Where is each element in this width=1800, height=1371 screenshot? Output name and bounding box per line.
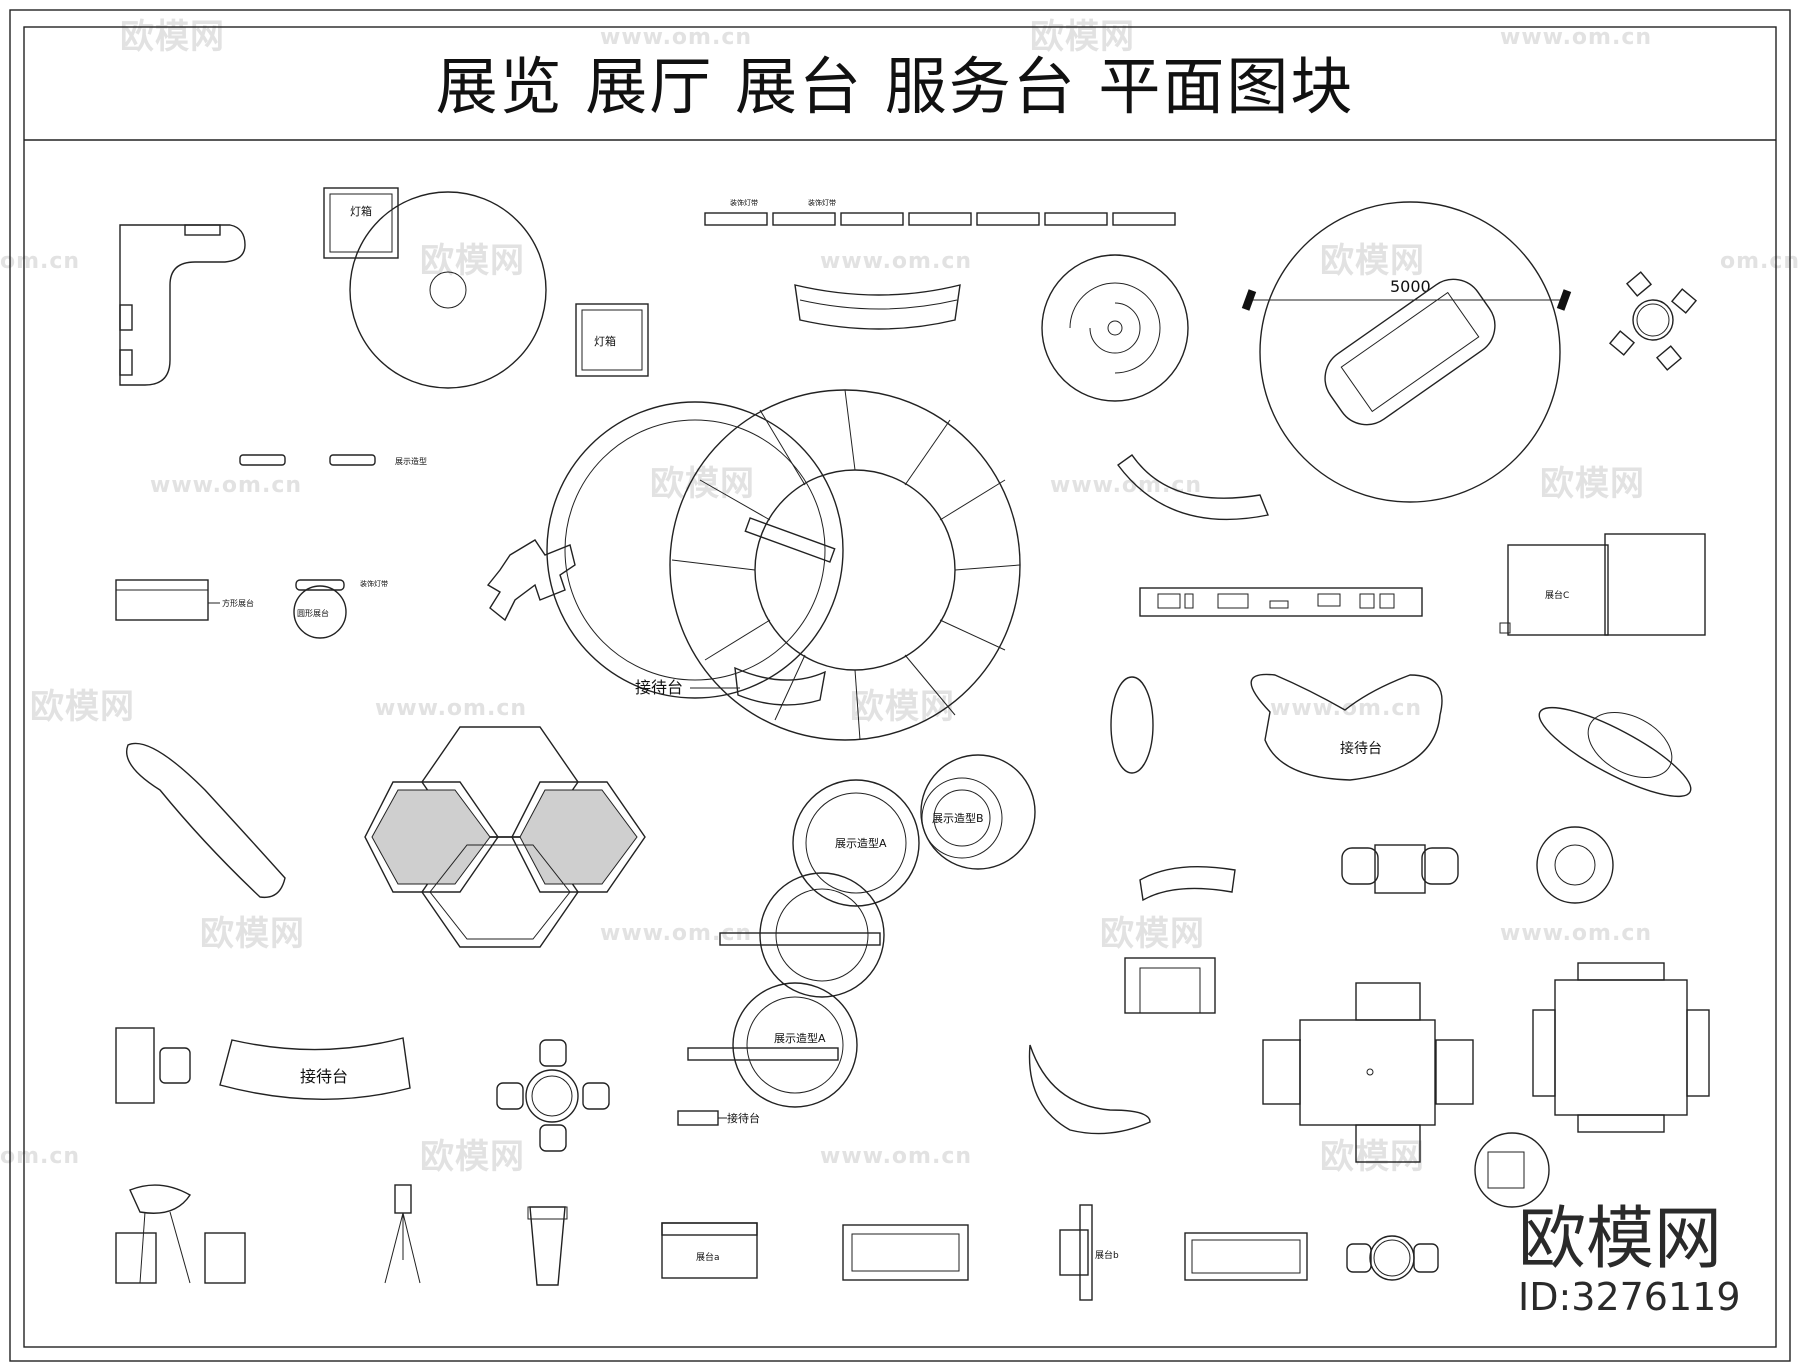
booth-b: 展台b — [1059, 1204, 1119, 1301]
hexagon-display-cluster — [364, 726, 646, 948]
arc-counter-top — [794, 284, 961, 330]
light-box-top: 灯箱 — [323, 187, 399, 259]
reception-small: 接待台 — [677, 1110, 760, 1126]
round-coffee-table — [1536, 826, 1614, 904]
watermark-url: om.cn — [0, 1144, 80, 1169]
waste-bin — [527, 1206, 568, 1286]
display-counter — [842, 1224, 969, 1281]
light-box-mid: 灯箱 — [575, 303, 649, 377]
watermark-brand: 欧模网 — [120, 17, 225, 57]
watermark-url: www.om.cn — [1050, 473, 1202, 498]
booth-c: 展台C — [1499, 533, 1706, 636]
watermark-brand: 欧模网 — [1320, 241, 1425, 281]
watermark-brand: 欧模网 — [1030, 17, 1135, 57]
brand-badge: 欧模网 ID:3276119 — [1518, 1200, 1741, 1319]
watermark-logos: 欧模网 欧模网 欧模网 欧模网 欧模网 欧模网 欧模网 欧模网 欧模网 欧模网 … — [30, 17, 1645, 1177]
tripod-lamp — [384, 1184, 421, 1284]
display-a2-label: 展示造型A — [774, 1031, 826, 1045]
rect-booth-label: 方形展台 — [222, 598, 254, 608]
curved-bench-small — [1139, 866, 1236, 902]
wall-control-panel — [1139, 587, 1423, 617]
booth-b-label: 展台b — [1095, 1249, 1119, 1261]
strip-label: 装饰灯带 — [808, 198, 836, 207]
ellipse-table — [1110, 676, 1154, 774]
round-seat — [1474, 1132, 1550, 1208]
reception-right-label: 接待台 — [1340, 740, 1382, 757]
booth-a-label: 展台a — [696, 1251, 720, 1263]
display-a-label: 展示造型A — [835, 836, 887, 850]
watermark-brand: 欧模网 — [1100, 914, 1205, 954]
saucer-booth — [1538, 706, 1692, 798]
display-b-rings: 展示造型B — [920, 754, 1036, 870]
round-lounge-with-dimension: 5000 — [1241, 201, 1572, 503]
watermark-url: om.cn — [1720, 249, 1800, 274]
arc-reception: 接待台 — [219, 1037, 411, 1100]
strip-label: 装饰灯带 — [730, 198, 758, 207]
round-table-four-chairs — [496, 1039, 610, 1152]
watermark-brand: 欧模网 — [650, 464, 755, 504]
brand-logo-text: 欧模网 — [1518, 1200, 1722, 1279]
l-shaped-counter — [119, 224, 246, 386]
bar-stool-table — [115, 1184, 246, 1284]
large-square-table — [1532, 962, 1710, 1133]
watermark-url: www.om.cn — [1500, 25, 1652, 50]
boomerang-bench — [1028, 1044, 1151, 1135]
watermark-layer: 欧模网 欧模网 欧模网 欧模网 欧模网 欧模网 欧模网 欧模网 欧模网 欧模网 … — [0, 17, 1800, 1177]
display-b-label: 展示造型B — [932, 811, 984, 825]
round-table-4-chairs — [1608, 271, 1698, 371]
oval-table-tilted — [126, 742, 286, 899]
watermark-brand: 欧模网 — [1540, 464, 1645, 504]
booth-c-label: 展台C — [1545, 589, 1569, 601]
circular-exhibition-stage: 接待台 — [546, 389, 1021, 741]
round-booth-label: 圆形展台 — [297, 608, 329, 618]
watermark-url: www.om.cn — [820, 1144, 972, 1169]
desk-with-chair — [115, 1027, 191, 1104]
watermark-brand: 欧模网 — [1320, 1137, 1425, 1177]
inner-border — [23, 26, 1777, 1348]
stepped-display-unit — [486, 539, 576, 622]
strip-label: 装饰灯带 — [360, 579, 388, 588]
watermark-url: www.om.cn — [150, 473, 302, 498]
reception-arc-label: 接待台 — [300, 1067, 348, 1086]
watermark-url: www.om.cn — [1500, 921, 1652, 946]
booth-a: 展台a — [661, 1222, 758, 1279]
rect-booth: 方形展台 — [115, 579, 254, 621]
watermark-urls: www.om.cn www.om.cn www.om.cn www.om.cn … — [0, 25, 1800, 1169]
asset-id: ID:3276119 — [1518, 1275, 1741, 1319]
reception-small-label: 接待台 — [727, 1111, 760, 1125]
watermark-url: www.om.cn — [1270, 696, 1422, 721]
square-table-chairs — [1262, 982, 1474, 1163]
display-a2-rings: 展示造型A — [687, 982, 858, 1108]
watermark-brand: 欧模网 — [420, 1137, 525, 1177]
concentric-round-booth — [1041, 254, 1189, 402]
watermark-url: www.om.cn — [600, 25, 752, 50]
top-light-strips: 装饰灯带 装饰灯带 — [704, 198, 1176, 226]
light-box-label: 灯箱 — [594, 334, 616, 348]
round-table-two-chairs — [1346, 1235, 1439, 1281]
display-a-rings: 展示造型A — [719, 779, 920, 998]
watermark-url: www.om.cn — [820, 249, 972, 274]
watermark-brand: 欧模网 — [30, 687, 135, 727]
long-bench — [1184, 1232, 1308, 1281]
page-title: 展览 展厅 展台 服务台 平面图块 — [436, 50, 1355, 123]
strip-label: 展示造型 — [395, 456, 427, 466]
reception-label: 接待台 — [635, 678, 683, 697]
reception-heart: 接待台 — [1250, 673, 1443, 781]
outer-border — [9, 9, 1791, 1362]
watermark-brand: 欧模网 — [200, 914, 305, 954]
curved-counter-mid — [1117, 454, 1269, 521]
side-strips: 展示造型 — [239, 454, 427, 466]
round-booth-large — [349, 191, 547, 389]
watermark-brand: 欧模网 — [850, 687, 955, 727]
watermark-url: www.om.cn — [375, 696, 527, 721]
round-booth-small: 圆形展台 装饰灯带 — [293, 579, 388, 639]
watermark-brand: 欧模网 — [420, 241, 525, 281]
drawing-frame: 展览 展厅 展台 服务台 平面图块 — [9, 9, 1791, 1362]
single-armchair — [1124, 957, 1216, 1014]
watermark-url: om.cn — [0, 249, 80, 274]
light-box-label: 灯箱 — [350, 204, 372, 218]
sofa-chair-pair — [1341, 844, 1459, 894]
dimension-label: 5000 — [1390, 277, 1431, 296]
